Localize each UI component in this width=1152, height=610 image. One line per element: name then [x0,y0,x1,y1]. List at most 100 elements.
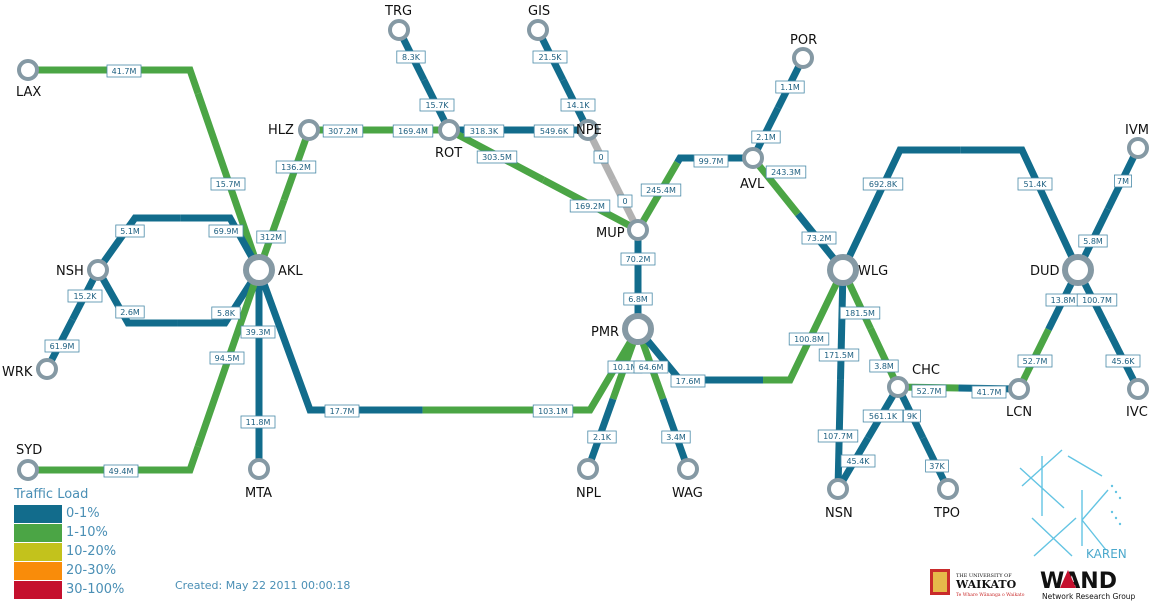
node-label-ivc: IVC [1126,405,1148,420]
legend-item: 10-20% [14,543,154,561]
svg-text:52.7M: 52.7M [1023,357,1048,366]
svg-text:5.8K: 5.8K [217,309,236,318]
svg-text:WAND: WAND [1040,569,1117,594]
node-pmr[interactable] [622,313,654,345]
node-npe[interactable] [577,119,599,141]
node-wlg[interactable] [827,254,859,286]
svg-text:Te Whare Wānanga o Waikato: Te Whare Wānanga o Waikato [956,592,1025,598]
node-syd[interactable] [17,459,39,481]
legend-swatch [14,524,62,542]
node-lcn[interactable] [1008,378,1030,400]
node-gis[interactable] [527,19,549,41]
legend-label: 30-100% [66,582,125,597]
svg-text:2.6M: 2.6M [120,308,140,317]
node-akl[interactable] [243,254,275,286]
link-17-in [177,268,262,327]
node-ivc[interactable] [1127,378,1149,400]
node-nsh[interactable] [87,259,109,281]
node-label-hlz: HLZ [268,123,294,138]
node-mup[interactable] [627,219,649,241]
link-label: 8.3K [396,50,426,64]
node-label-pmr: PMR [591,325,620,340]
svg-text:99.7M: 99.7M [699,157,724,166]
link-label: 7M [1114,174,1133,188]
link-label: 100.8M [788,332,830,346]
node-trg[interactable] [388,19,410,41]
created-timestamp: Created: May 22 2011 00:00:18 [175,579,351,592]
node-por[interactable] [792,47,814,69]
link-label: 15.7K [419,98,455,112]
svg-text:169.2M: 169.2M [575,202,605,211]
link-label: 41.7M [971,385,1007,399]
node-label-lcn: LCN [1006,405,1033,420]
node-rot[interactable] [438,119,460,141]
link-label: 9K [903,409,922,423]
node-hlz[interactable] [298,119,320,141]
svg-text:15.7K: 15.7K [425,101,449,110]
svg-text:318.3K: 318.3K [470,127,499,136]
node-label-npe: NPE [576,123,602,138]
node-wrk[interactable] [36,358,58,380]
svg-text:303.5M: 303.5M [482,153,512,162]
legend-swatch [14,562,62,580]
svg-text:171.5M: 171.5M [824,351,854,360]
svg-text:181.5M: 181.5M [845,309,875,318]
svg-text:45.4K: 45.4K [846,457,870,466]
link-15-in [180,214,263,272]
svg-text:WAIKATO: WAIKATO [955,578,1017,591]
node-lax[interactable] [17,59,39,81]
link-label: 2.6M [115,305,145,319]
svg-text:15.2K: 15.2K [73,292,97,301]
link-20-out [255,268,423,414]
node-wag[interactable] [677,458,699,480]
svg-text:6.8M: 6.8M [628,295,648,304]
node-avl[interactable] [742,147,764,169]
link-15-out [95,214,181,273]
svg-text:14.1K: 14.1K [566,101,590,110]
node-chc[interactable] [887,376,909,398]
link-8-in [674,154,753,165]
node-ivm[interactable] [1127,137,1149,159]
node-tpo[interactable] [937,478,959,500]
node-mta[interactable] [248,458,270,480]
link-label: 5.8K [211,306,241,320]
link-label: 100.7M [1076,293,1118,307]
svg-text:70.2M: 70.2M [626,255,651,264]
node-label-nsh: NSH [56,264,84,279]
link-label: 11.8M [240,415,276,429]
link-label: 549.6K [533,124,575,138]
link-label: 245.4M [640,183,682,197]
svg-text:9K: 9K [907,412,918,421]
svg-text:94.5M: 94.5M [215,354,240,363]
link-label: 21.5K [532,50,568,64]
svg-text:11.8M: 11.8M [246,418,271,427]
link-label: 52.7M [1017,354,1053,368]
node-npl[interactable] [577,458,599,480]
link-label: 0 [593,150,609,164]
link-label: 73.2M [801,231,837,245]
link-label: 318.3K [463,124,505,138]
link-0-out [28,66,202,95]
link-label: 107.7M [817,429,859,443]
node-label-syd: SYD [16,443,43,458]
svg-text:7M: 7M [1117,177,1129,186]
link-label: 0 [617,194,633,208]
link-label: 51.4K [1017,177,1053,191]
legend-item: 20-30% [14,562,154,580]
link-20-in [422,327,642,414]
node-label-trg: TRG [385,4,413,19]
link-label: 307.2M [322,124,364,138]
svg-text:0: 0 [598,153,603,162]
node-label-mta: MTA [245,486,273,501]
link-label: 15.7M [210,177,246,191]
link-17-out [94,268,178,327]
svg-text:2.1K: 2.1K [593,433,612,442]
svg-text:THE UNIVERSITY OF: THE UNIVERSITY OF [956,573,1012,579]
node-nsn[interactable] [827,478,849,500]
link-10-out [750,155,801,217]
node-label-nsn: NSN [825,506,853,521]
svg-text:15.7M: 15.7M [216,180,241,189]
node-label-avl: AVL [740,177,765,192]
node-dud[interactable] [1062,254,1094,286]
